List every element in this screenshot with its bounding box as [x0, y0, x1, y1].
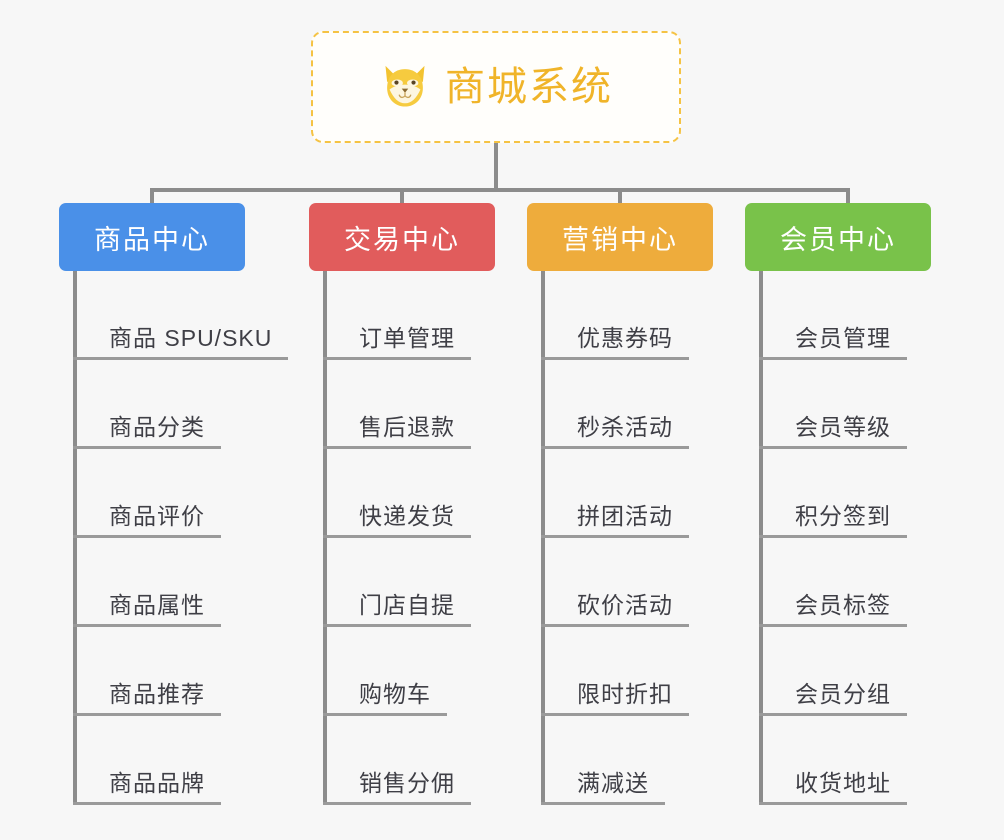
item-label: 商品属性	[73, 592, 221, 627]
connector-root-stem	[494, 143, 498, 191]
list-item[interactable]: 满减送	[541, 716, 689, 805]
item-label: 商品 SPU/SKU	[73, 325, 289, 360]
item-list-3: 优惠券码 秒杀活动 拼团活动 砍价活动 限时折扣 满减送	[541, 271, 689, 805]
category-header-4[interactable]: 会员中心	[745, 203, 931, 271]
category-label-2: 交易中心	[344, 224, 460, 255]
category-label-4: 会员中心	[780, 224, 896, 255]
item-label: 限时折扣	[541, 681, 689, 716]
item-label: 购物车	[323, 681, 447, 716]
list-item[interactable]: 订单管理	[323, 271, 471, 360]
column-spine-2	[323, 271, 327, 805]
item-label: 售后退款	[323, 414, 471, 449]
item-label: 优惠券码	[541, 325, 689, 360]
category-header-3[interactable]: 营销中心	[527, 203, 713, 271]
category-column-1: 商品中心 商品 SPU/SKU 商品分类 商品评价 商品属性 商品推荐 商品品牌	[59, 203, 289, 805]
column-spine-1	[73, 271, 77, 805]
item-label: 商品品牌	[73, 770, 221, 805]
list-item[interactable]: 会员管理	[759, 271, 907, 360]
category-column-3: 营销中心 优惠券码 秒杀活动 拼团活动 砍价活动 限时折扣 满减送	[527, 203, 713, 805]
list-item[interactable]: 门店自提	[323, 538, 471, 627]
item-label: 门店自提	[323, 592, 471, 627]
item-label: 商品分类	[73, 414, 221, 449]
list-item[interactable]: 积分签到	[759, 449, 907, 538]
item-label: 会员标签	[759, 592, 907, 627]
item-label: 会员等级	[759, 414, 907, 449]
shiba-dog-icon	[385, 65, 425, 107]
list-item[interactable]: 会员标签	[759, 538, 907, 627]
item-label: 销售分佣	[323, 770, 471, 805]
item-label: 拼团活动	[541, 503, 689, 538]
list-item[interactable]: 会员等级	[759, 360, 907, 449]
item-label: 满减送	[541, 770, 665, 805]
list-item[interactable]: 商品推荐	[73, 627, 288, 716]
item-label: 积分签到	[759, 503, 907, 538]
item-list-2: 订单管理 售后退款 快递发货 门店自提 购物车 销售分佣	[323, 271, 471, 805]
item-list-4: 会员管理 会员等级 积分签到 会员标签 会员分组 收货地址	[759, 271, 907, 805]
item-label: 砍价活动	[541, 592, 689, 627]
category-column-4: 会员中心 会员管理 会员等级 积分签到 会员标签 会员分组 收货地址	[745, 203, 931, 805]
list-item[interactable]: 收货地址	[759, 716, 907, 805]
connector-bus-bar	[150, 188, 850, 192]
list-item[interactable]: 快递发货	[323, 449, 471, 538]
list-item[interactable]: 销售分佣	[323, 716, 471, 805]
item-label: 收货地址	[759, 770, 907, 805]
list-item[interactable]: 商品分类	[73, 360, 288, 449]
root-title: 商城系统	[445, 65, 613, 109]
item-list-1: 商品 SPU/SKU 商品分类 商品评价 商品属性 商品推荐 商品品牌	[73, 271, 289, 805]
list-item[interactable]: 商品属性	[73, 538, 288, 627]
item-label: 秒杀活动	[541, 414, 689, 449]
list-item[interactable]: 商品品牌	[73, 716, 288, 805]
category-column-2: 交易中心 订单管理 售后退款 快递发货 门店自提 购物车 销售分佣	[309, 203, 495, 805]
list-item[interactable]: 砍价活动	[541, 538, 689, 627]
column-spine-4	[759, 271, 763, 805]
item-label: 会员分组	[759, 681, 907, 716]
item-label: 订单管理	[323, 325, 471, 360]
column-spine-3	[541, 271, 545, 805]
category-header-1[interactable]: 商品中心	[59, 203, 245, 271]
category-header-2[interactable]: 交易中心	[309, 203, 495, 271]
item-label: 会员管理	[759, 325, 907, 360]
list-item[interactable]: 商品 SPU/SKU	[73, 271, 289, 360]
category-label-3: 营销中心	[562, 224, 678, 255]
list-item[interactable]: 购物车	[323, 627, 471, 716]
list-item[interactable]: 售后退款	[323, 360, 471, 449]
list-item[interactable]: 限时折扣	[541, 627, 689, 716]
list-item[interactable]: 秒杀活动	[541, 360, 689, 449]
item-label: 商品评价	[73, 503, 221, 538]
item-label: 快递发货	[323, 503, 471, 538]
root-node[interactable]: 商城系统	[311, 31, 681, 143]
list-item[interactable]: 会员分组	[759, 627, 907, 716]
category-label-1: 商品中心	[94, 224, 210, 255]
list-item[interactable]: 拼团活动	[541, 449, 689, 538]
list-item[interactable]: 商品评价	[73, 449, 288, 538]
list-item[interactable]: 优惠券码	[541, 271, 689, 360]
item-label: 商品推荐	[73, 681, 221, 716]
